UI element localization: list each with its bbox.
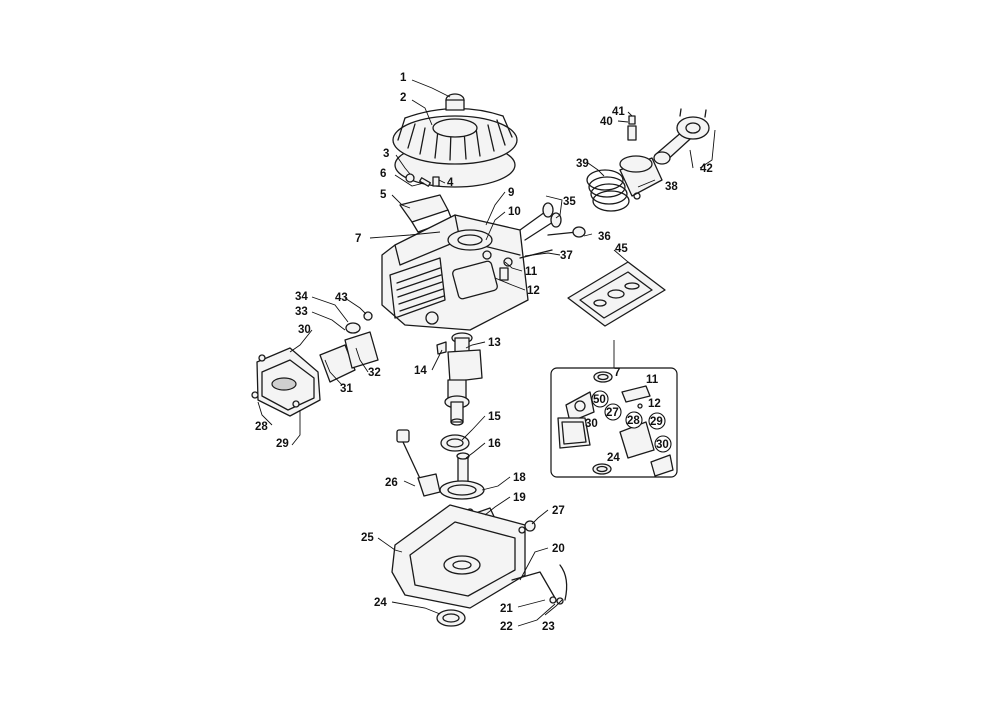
callout-18: 18	[513, 472, 526, 484]
callout-27: 27	[552, 505, 565, 517]
inset-callout-30a: 30	[585, 418, 598, 430]
flywheel	[392, 93, 518, 188]
inset-callout-12: 12	[648, 398, 661, 410]
callout-22: 22	[500, 621, 513, 633]
callout-45: 45	[615, 243, 628, 255]
gasket-kit-bag	[567, 261, 666, 327]
callout-7: 7	[355, 233, 361, 245]
screw-3	[405, 173, 415, 183]
callout-29: 29	[276, 438, 289, 450]
callout-4: 4	[447, 177, 454, 189]
callout-28: 28	[255, 421, 268, 433]
callout-42: 42	[700, 163, 713, 175]
callout-labels: 1 2 3 4 5 6 7 9 10 11 12 13 14 15 16 18 …	[255, 72, 713, 633]
callout-33: 33	[295, 306, 308, 318]
callout-40: 40	[600, 116, 613, 128]
inset-callout-28: 28	[627, 415, 640, 427]
callout-6: 6	[380, 168, 386, 180]
callout-31: 31	[340, 383, 353, 395]
seal-15	[440, 434, 470, 452]
governor-lever	[511, 564, 568, 605]
callout-34: 34	[295, 291, 308, 303]
callout-3: 3	[383, 148, 389, 160]
inset-callout-50: 50	[593, 394, 606, 406]
callout-11: 11	[525, 266, 538, 278]
callout-10: 10	[508, 206, 521, 218]
callout-41: 41	[612, 106, 625, 118]
callout-43: 43	[335, 292, 348, 304]
callout-9: 9	[508, 187, 514, 199]
inset-labels: 7 11 12 50 27 28 29 30 30 24	[585, 367, 672, 464]
gasket-kit-inset	[550, 367, 678, 478]
callout-1: 1	[400, 72, 407, 84]
inset-callout-11: 11	[646, 374, 659, 386]
dipstick	[396, 429, 441, 497]
callout-13: 13	[488, 337, 501, 349]
callout-32: 32	[368, 367, 381, 379]
inset-callout-24: 24	[607, 452, 620, 464]
inset-callout-27: 27	[606, 407, 619, 419]
callout-21: 21	[500, 603, 513, 615]
callout-38: 38	[665, 181, 678, 193]
callout-30: 30	[298, 324, 311, 336]
crankcase-cover	[391, 504, 526, 609]
leader-lines	[257, 79, 716, 627]
callout-25: 25	[361, 532, 374, 544]
callout-23: 23	[542, 621, 555, 633]
screw-4	[432, 176, 440, 187]
callout-15: 15	[488, 411, 501, 423]
callout-35: 35	[563, 196, 576, 208]
callout-19: 19	[513, 492, 526, 504]
camshaft-gear	[439, 452, 485, 500]
callout-39: 39	[576, 158, 589, 170]
callout-37: 37	[560, 250, 573, 262]
callout-36: 36	[598, 231, 611, 243]
callout-5: 5	[380, 189, 387, 201]
muffler	[251, 311, 379, 417]
callout-26: 26	[385, 477, 398, 489]
callout-14: 14	[414, 365, 427, 377]
seal-24	[436, 609, 466, 627]
inset-callout-7: 7	[614, 367, 620, 379]
callout-20: 20	[552, 543, 565, 555]
engine-block	[381, 214, 529, 331]
callout-12: 12	[527, 285, 540, 297]
piston-assembly	[586, 108, 710, 212]
inset-callout-29: 29	[650, 416, 663, 428]
ignition-coil	[399, 173, 453, 233]
inset-callout-30b: 30	[656, 439, 669, 451]
callout-24: 24	[374, 597, 387, 609]
callout-16: 16	[488, 438, 501, 450]
callout-2: 2	[400, 92, 406, 104]
crankshaft	[436, 332, 483, 426]
valves	[519, 202, 586, 259]
